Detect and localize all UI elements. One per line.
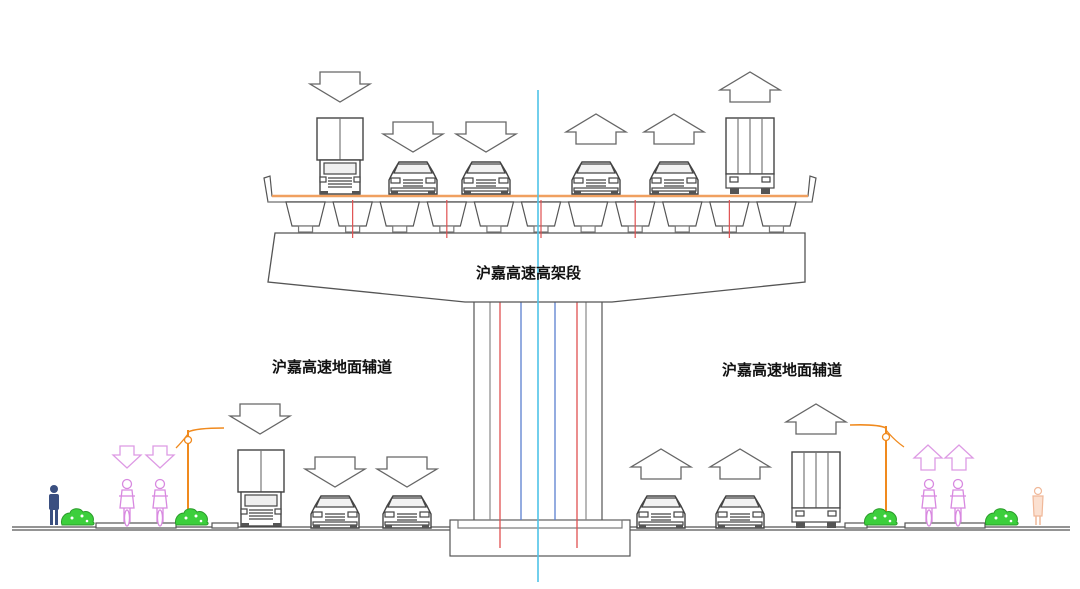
shrub-icon [984,508,1019,526]
down-arrow-icon [309,71,371,103]
cyclist-icon [920,478,938,527]
up-arrow-icon [630,448,692,480]
cap-beam [267,232,806,303]
down-arrow-icon [111,445,143,469]
car-icon [382,495,432,529]
truck-icon [725,117,775,195]
street-lamp-icon [175,427,225,516]
cyclist-icon [949,478,967,527]
car-icon [388,161,438,195]
cyclist-icon [118,478,136,527]
down-arrow-icon [376,456,438,488]
car-icon [649,161,699,195]
up-arrow-icon [709,448,771,480]
bearing-pad [580,225,596,233]
up-arrow-icon [565,113,627,145]
up-arrow-icon [719,71,781,103]
street-lamp-icon [849,424,905,514]
ground-left [12,522,450,531]
truck-icon [316,117,364,195]
pier-footing [449,519,631,557]
right-ground-road-label: 沪嘉高速地面辅道 [722,361,843,379]
bearing-pad [674,225,690,233]
shrub-icon [60,508,95,526]
up-arrow-icon [943,444,975,471]
up-arrow-icon [785,403,847,435]
box-girder-cell [285,201,326,227]
car-icon [636,495,686,529]
bearing-pad [392,225,408,233]
down-arrow-icon [304,456,366,488]
viaduct-section-label: 沪嘉高速高架段 [476,264,582,282]
box-girder-cell [567,201,609,227]
car-icon [571,161,621,195]
viaduct-deck [263,175,817,238]
box-girder-cell [473,201,515,227]
truck-icon [237,449,285,527]
down-arrow-icon [455,121,517,153]
box-girder-cell [756,201,797,227]
pedestrian-icon [49,485,59,525]
box-girder-cell [661,201,703,227]
bearing-pad [768,225,785,233]
pedestrian-icon [1032,486,1044,525]
car-icon [461,161,511,195]
bearing-pad [297,225,314,233]
ground-right [630,522,1070,531]
up-arrow-icon [643,113,705,145]
cyclist-icon [151,478,169,527]
pier-column [473,300,603,548]
left-ground-road-label: 沪嘉高速地面辅道 [272,358,393,376]
up-arrow-icon [912,444,944,471]
down-arrow-icon [229,403,291,435]
shrub-icon [174,508,209,526]
car-icon [715,495,765,529]
box-girder-cell [379,201,421,227]
down-arrow-icon [382,121,444,153]
shrub-icon [863,508,898,526]
truck-icon [791,451,841,529]
down-arrow-icon [144,445,176,469]
deck-box-girders [285,200,797,238]
bearing-pad [486,225,502,233]
car-icon [310,495,360,529]
